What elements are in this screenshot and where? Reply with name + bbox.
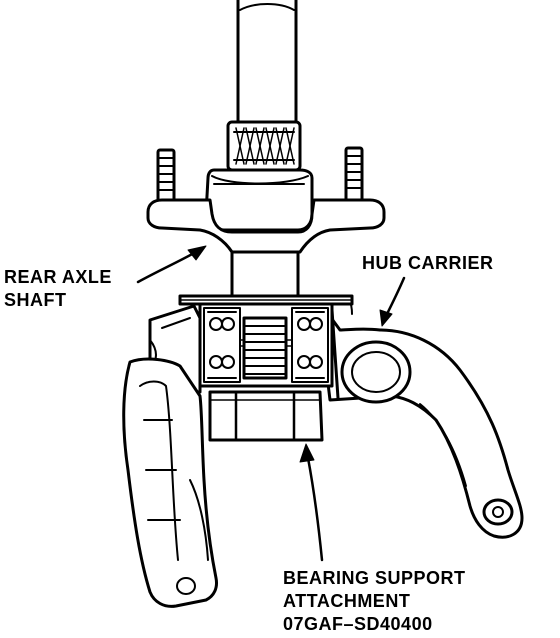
axle-shaft-upper [236,0,298,124]
bearing-support-label-line1: BEARING SUPPORT [283,568,466,588]
axle-shaft-lower [230,250,300,302]
wheel-stud-left [156,148,176,204]
hub-flange [146,198,386,254]
shaft-thread [242,316,288,380]
leader-hub-carrier [379,276,406,327]
leader-bearing-support [299,443,324,562]
hub-carrier-label: HUB CARRIER [362,252,494,275]
bearing-support-label: BEARING SUPPORT ATTACHMENT 07GAF–SD40400 [283,567,466,636]
rear-axle-shaft-label-line2: SHAFT [4,290,67,310]
lower-bracket [122,357,218,608]
bearing-support-part-number: 07GAF–SD40400 [283,614,433,634]
wheel-stud-right [344,146,364,204]
hub-carrier-label-line1: HUB CARRIER [362,253,494,273]
rear-axle-shaft-label: REAR AXLE SHAFT [4,266,112,312]
knurled-collar [226,120,302,172]
shaft-cup [204,168,314,232]
bearing-support-label-line2: ATTACHMENT [283,591,411,611]
carrier-boss [340,340,412,404]
leader-rear-axle-shaft [136,245,207,284]
hub-carrier-arm [316,295,524,539]
rear-axle-shaft-label-line1: REAR AXLE [4,267,112,287]
bearing-support-tool [208,390,324,442]
